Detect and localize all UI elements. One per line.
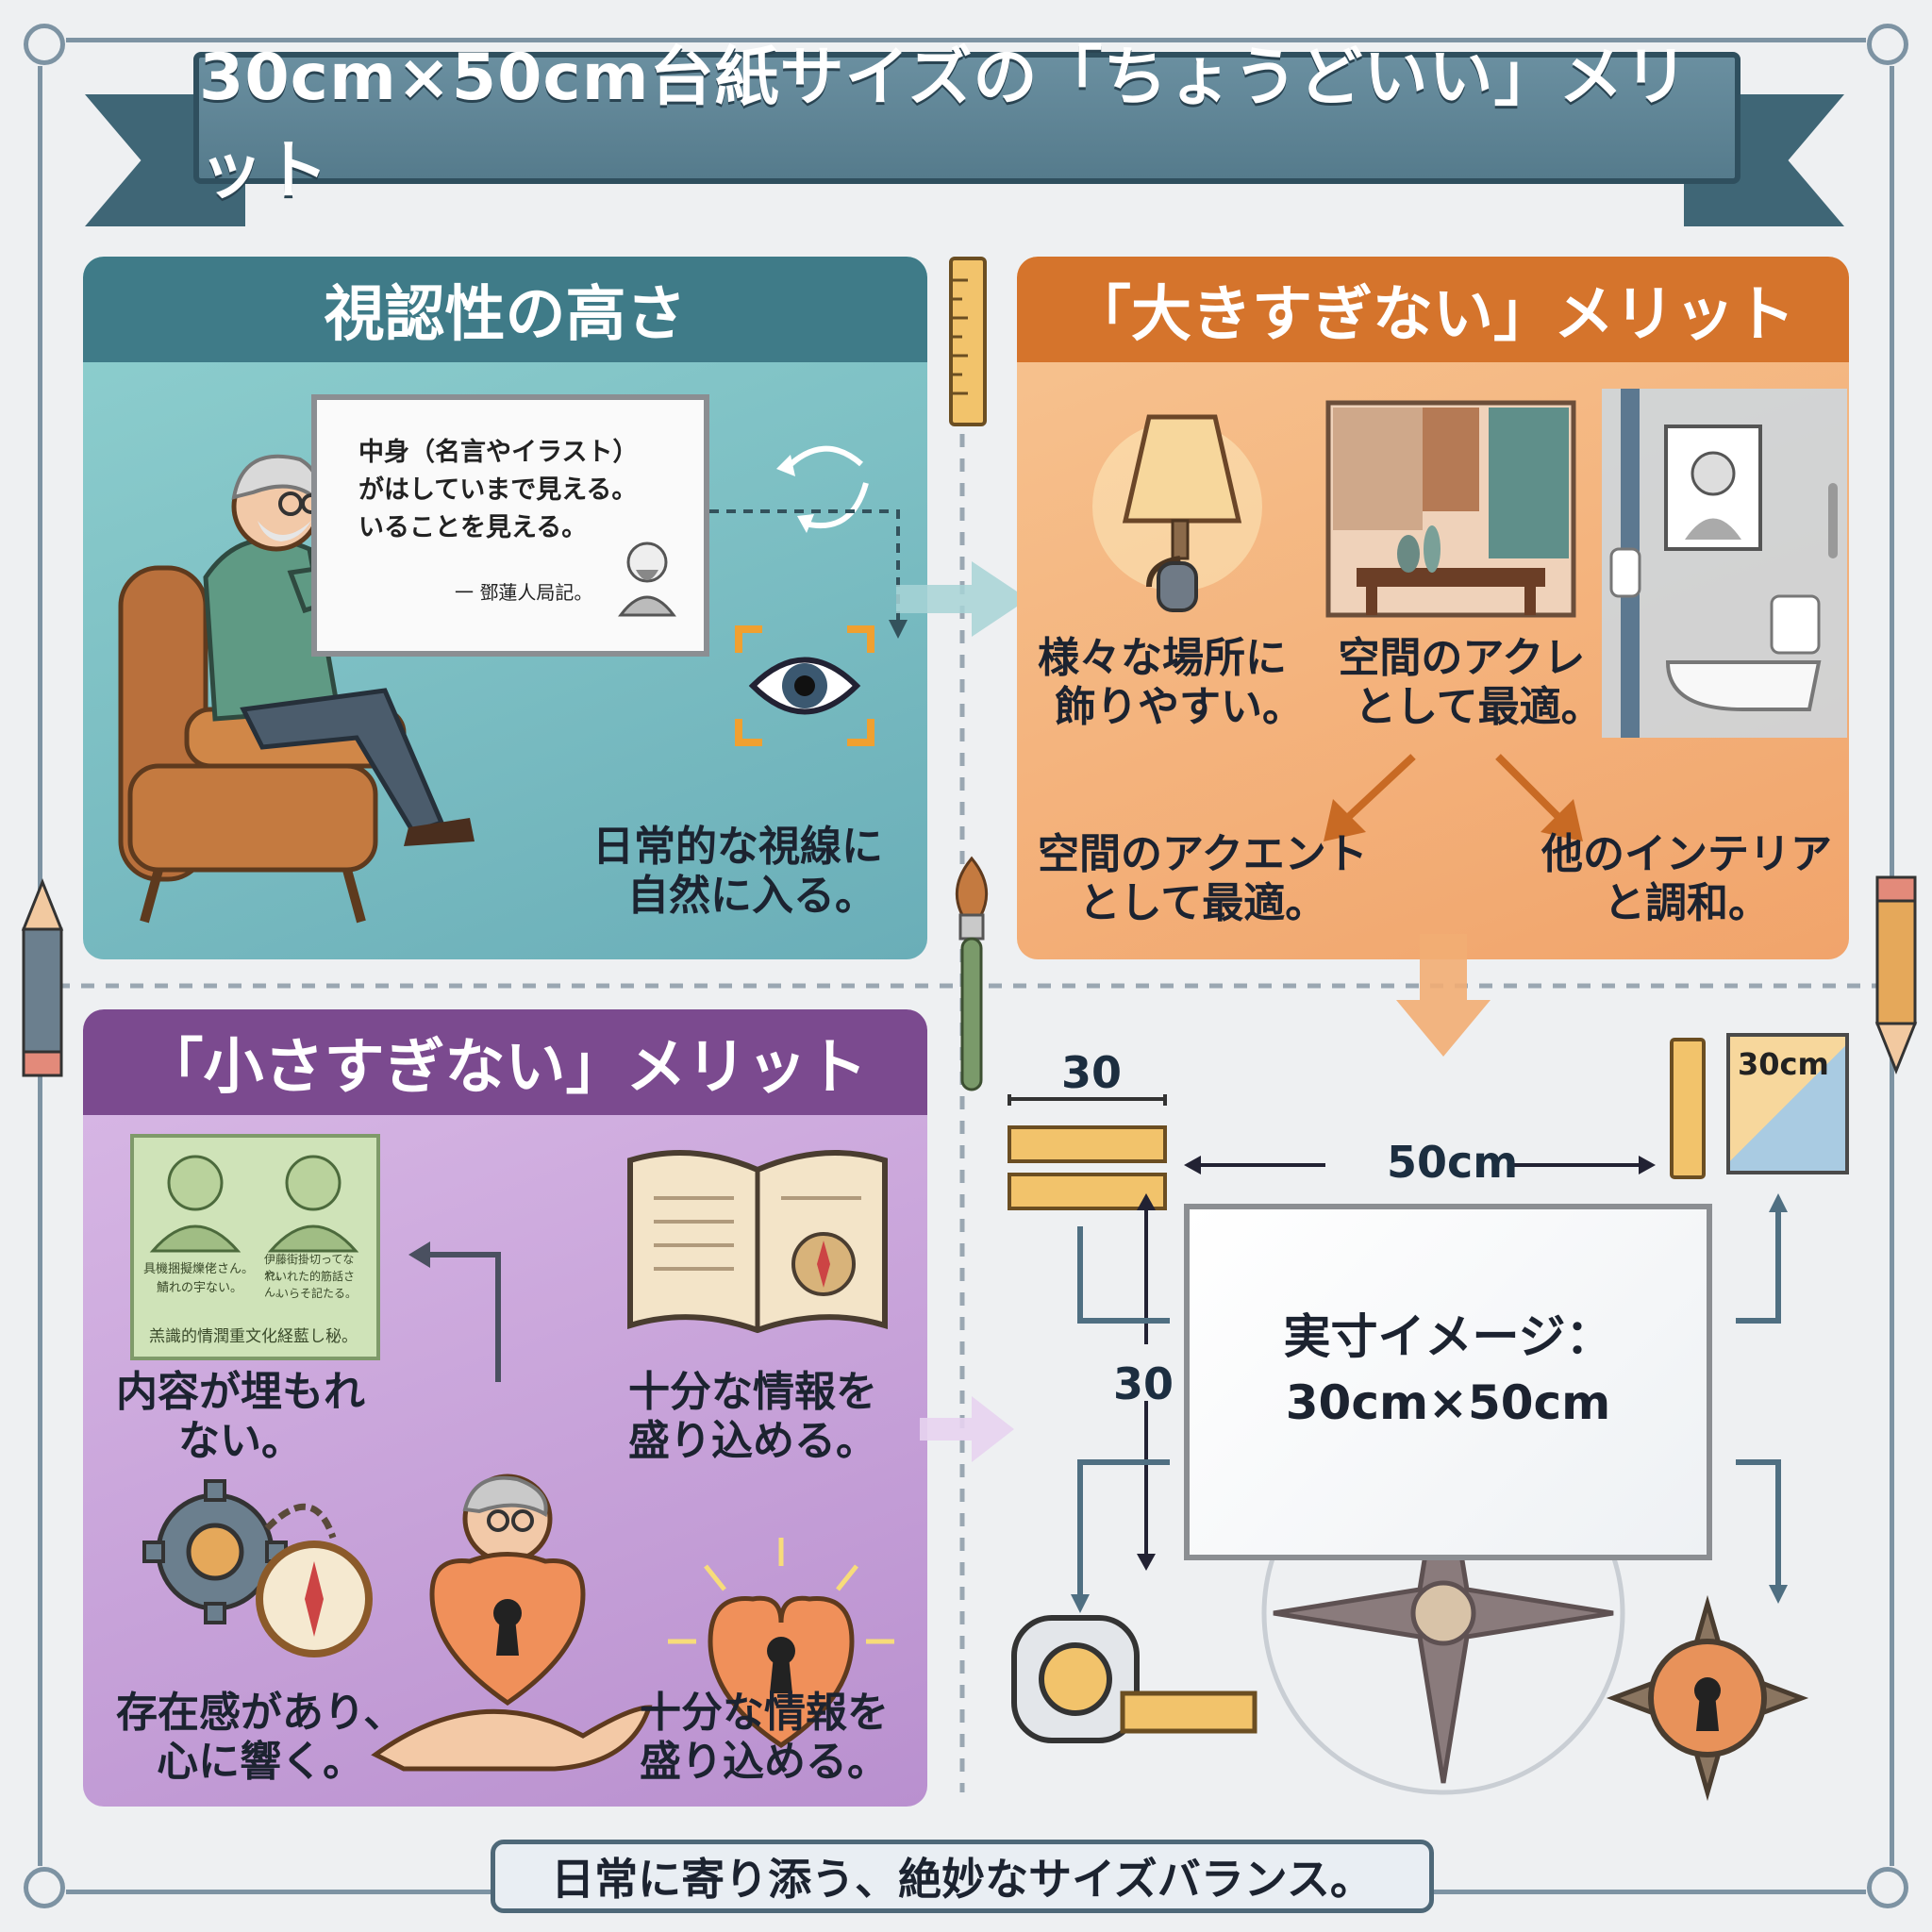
wall-lamp-icon	[1092, 414, 1262, 612]
poster-text-line5: いらそ記たる。	[277, 1287, 358, 1300]
frame-corner-ornament	[24, 24, 65, 65]
keyhole-compass-icon	[1606, 1594, 1809, 1802]
ruler-icon	[1670, 1038, 1706, 1179]
width-label: 50cm	[1387, 1137, 1519, 1188]
connector-arrows	[1071, 1193, 1788, 1613]
not-too-small-heading: 「小さすぎない」メリット	[83, 1009, 927, 1115]
not-too-big-panel: 「大きすぎない」メリット 様々な場所に 飾りやすい。 空間のアクレ として最	[1017, 257, 1849, 959]
accent-caption-top-line1: 空間のアクレ	[1338, 634, 1586, 682]
presence-caption: 存在感があり、 心に響く。	[116, 1689, 405, 1787]
accent-caption-top: 空間のアクレ として最適。	[1321, 634, 1603, 732]
place-caption-line2: 飾りやすい。	[1055, 682, 1304, 731]
interior-room-icon	[1325, 400, 1576, 618]
height-label: 30	[1113, 1358, 1174, 1409]
harmony-caption: 他のインテリア と調和。	[1541, 830, 1832, 928]
board-text-line2: がはしていまで見える。	[358, 475, 638, 505]
arrow-down-right-icon	[1495, 754, 1583, 841]
place-caption-line1: 様々な場所に	[1038, 634, 1287, 682]
gear-compass-icon	[142, 1479, 373, 1657]
poster-text-line3: 伊藤街掛切ってなや。	[264, 1253, 355, 1282]
place-caption: 様々な場所に 飾りやすい。	[1038, 634, 1304, 732]
portrait-icon	[267, 1155, 359, 1253]
view-cycle-arrows-icon	[776, 445, 869, 533]
page-title: 30cm×50cm台紙サイズの「ちょうどいい」メリット	[199, 41, 1690, 208]
visibility-caption: 日常的な視線に 自然に入る。	[592, 823, 883, 921]
harmony-caption-line1: 他のインテリア	[1541, 830, 1832, 878]
frame-corner-ornament	[24, 1867, 65, 1908]
top-width-label: 30	[1061, 1047, 1123, 1098]
frame-corner-ornament	[1867, 24, 1908, 65]
actual-size-label-line1: 実寸イメージ：	[1283, 1309, 1613, 1364]
glowing-heart-icon	[668, 1538, 894, 1749]
framed-quote-board: 中身（名言やイラスト） がはしていまで見える。 いることを見える。 一 鄧蓮人局…	[311, 394, 709, 657]
title-ribbon: 30cm×50cm台紙サイズの「ちょうどいい」メリット	[193, 41, 1740, 208]
enough-info-caption-top: 十分な情報を 盛り込める。	[628, 1368, 877, 1466]
restroom-icon	[1602, 389, 1847, 738]
not-buried-caption: 内容が埋もれ ない。	[116, 1368, 365, 1466]
pencil-icon	[1874, 875, 1918, 1075]
eye-icon	[735, 625, 874, 746]
visibility-panel: 視認性の高さ 中身（名言やイラスト） がはしていまで見える。 いることを見える。…	[83, 257, 927, 959]
poster-text-line1: 具機捆擬爍佬さん。	[143, 1262, 255, 1276]
arrow-down-left-icon	[1324, 754, 1416, 841]
poster-illustration: 具機捆擬爍佬さん。 鯖れの宇ない。 伊藤街掛切ってなや。 れいれた的筋話さん。 …	[130, 1134, 380, 1360]
ruler-icon	[949, 257, 987, 426]
enough-info-caption: 十分な情報を 盛り込める。	[640, 1689, 889, 1787]
enough-info-caption-top-line1: 十分な情報を	[628, 1368, 877, 1416]
harmony-caption-line2: と調和。	[1604, 878, 1770, 927]
presence-caption-line2: 心に響く。	[157, 1737, 365, 1786]
board-text-line1: 中身（名言やイラスト）	[358, 438, 639, 467]
visibility-caption-line2: 自然に入る。	[627, 871, 876, 920]
accent-caption-top-line2: として最適。	[1355, 682, 1603, 731]
pencil-icon	[21, 877, 64, 1077]
arrow-back-icon	[408, 1241, 501, 1382]
board-caption: 一 鄧蓮人局記。	[455, 581, 593, 604]
poster-text-line4: れいれた的筋話さん。	[264, 1270, 356, 1299]
footer-text: 日常に寄り添う、絶妙なサイズバランス。	[551, 1854, 1374, 1905]
accent-caption-line1: 空間のアクエント	[1038, 830, 1368, 878]
stacked-rulers-icon	[1008, 1094, 1167, 1210]
not-too-big-heading: 「大きすぎない」メリット	[1017, 257, 1849, 362]
tape-measure-icon	[1011, 1615, 1257, 1743]
seated-man-illustration	[118, 454, 475, 924]
width-dimension-arrow	[1184, 1156, 1656, 1174]
open-book-icon	[627, 1150, 888, 1334]
arrow-right-icon	[920, 1396, 1014, 1462]
not-too-small-panel: 「小さすぎない」メリット 具機捆擬爍佬さん。 鯖れの宇ない。 伊藤街掛切ってなや…	[83, 1009, 927, 1807]
paintbrush-icon	[955, 856, 989, 1091]
not-buried-caption-line1: 内容が埋もれ	[116, 1368, 365, 1416]
poster-footer: 羔識的情潤重文化経藍し秘。	[149, 1327, 358, 1346]
visibility-caption-line1: 日常的な視線に	[592, 823, 883, 871]
poster-text-line2: 鯖れの宇ない。	[157, 1281, 243, 1295]
arrow-right-icon	[896, 561, 1028, 637]
frame-corner-ornament	[1867, 1867, 1908, 1908]
accent-caption: 空間のアクエント として最適。	[1038, 830, 1368, 928]
portrait-icon	[149, 1155, 242, 1253]
enough-info-caption-line1: 十分な情報を	[640, 1689, 889, 1737]
arrow-down-icon	[1396, 934, 1491, 1057]
folded-paper-icon: 30cm	[1726, 1033, 1849, 1174]
frame-top-line	[66, 38, 1866, 42]
corner-size-label: 30cm	[1738, 1046, 1829, 1082]
actual-size-label-line2: 30cm×50cm	[1285, 1375, 1611, 1430]
thinking-man-heart-icon	[371, 1474, 653, 1772]
enough-info-caption-line2: 盛り込める。	[640, 1737, 889, 1786]
not-buried-caption-line2: ない。	[178, 1416, 303, 1465]
actual-size-frame: 実寸イメージ： 30cm×50cm	[1184, 1204, 1712, 1560]
accent-caption-line2: として最適。	[1078, 878, 1327, 927]
footer-banner: 日常に寄り添う、絶妙なサイズバランス。	[491, 1840, 1434, 1913]
enough-info-caption-top-line2: 盛り込める。	[628, 1416, 877, 1465]
visibility-heading: 視認性の高さ	[83, 257, 927, 362]
actual-size-label: 実寸イメージ： 30cm×50cm	[1190, 1304, 1707, 1436]
presence-caption-line1: 存在感があり、	[116, 1689, 406, 1737]
portrait-icon	[618, 541, 676, 617]
dashed-pointer-line	[709, 509, 908, 639]
board-text-line3: いることを見える。	[358, 513, 588, 542]
